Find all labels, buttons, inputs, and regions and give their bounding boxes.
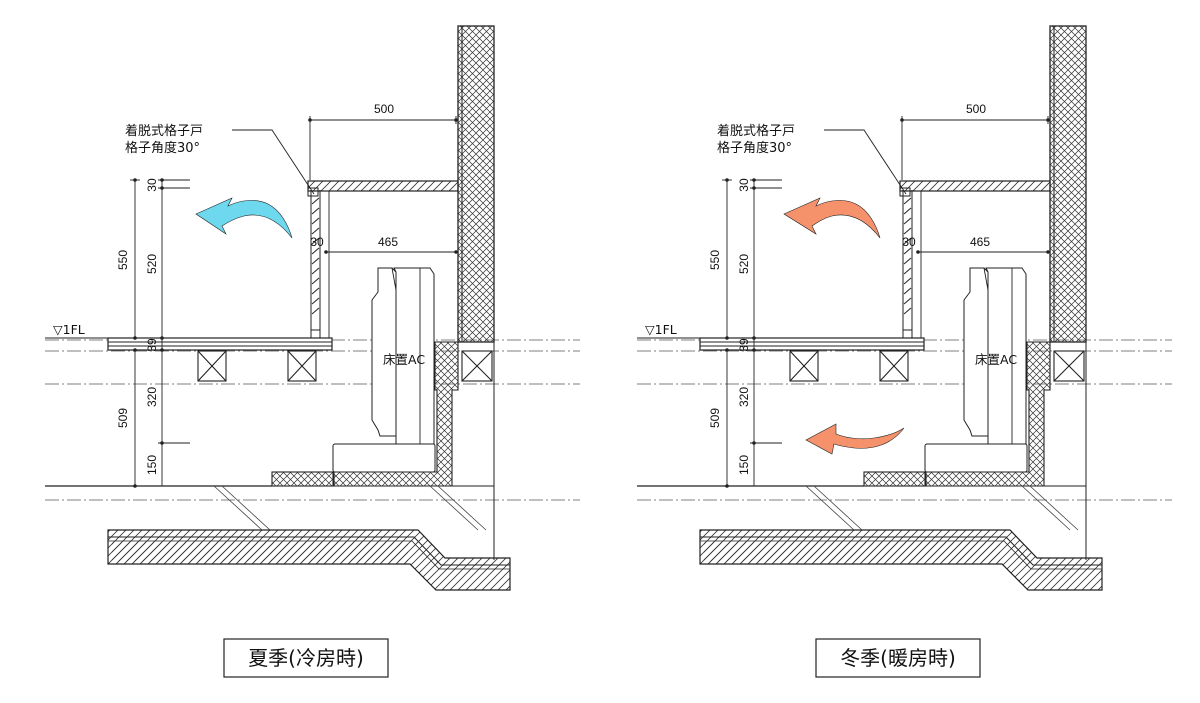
dim-500: 500 xyxy=(374,102,394,116)
grille-label-line1: 着脱式格子戸 xyxy=(125,123,203,139)
dim-320: 320 xyxy=(145,387,159,407)
ac-label: 床置AC xyxy=(975,352,1017,367)
dim-30-top: 30 xyxy=(145,178,159,192)
floor-level-label: ▽1FL xyxy=(53,322,85,337)
dim-150: 150 xyxy=(145,455,159,475)
section-panel xyxy=(637,25,1172,591)
dim-465: 465 xyxy=(970,235,990,249)
dim-30-grille: 30 xyxy=(902,235,916,249)
winter-panel-labels: 500 465 30 30 550 520 39 509 320 150 着脱式… xyxy=(645,102,1017,678)
dim-509: 509 xyxy=(116,408,130,428)
grille-label-line1: 着脱式格子戸 xyxy=(717,123,795,139)
dim-520: 520 xyxy=(145,254,159,274)
dim-500: 500 xyxy=(966,102,986,116)
ac-label: 床置AC xyxy=(383,352,425,367)
dim-550: 550 xyxy=(708,250,722,270)
panel-caption: 冬季(暖房時) xyxy=(840,646,956,670)
summer-panel-labels: 500 465 30 30 550 520 39 509 320 150 着脱式… xyxy=(53,102,425,678)
dim-30-grille: 30 xyxy=(310,235,324,249)
section-panel xyxy=(45,25,580,591)
dim-39: 39 xyxy=(737,338,751,352)
dim-465: 465 xyxy=(378,235,398,249)
grille-label-line2: 格子角度30° xyxy=(717,140,792,156)
warm-air-upper-arrow-icon xyxy=(783,197,881,239)
dim-550: 550 xyxy=(116,250,130,270)
dim-320: 320 xyxy=(737,387,751,407)
caption-box xyxy=(223,638,389,678)
dim-150: 150 xyxy=(737,455,751,475)
dim-520: 520 xyxy=(737,254,751,274)
warm-air-lower-arrow-icon xyxy=(805,423,905,455)
dim-509: 509 xyxy=(708,408,722,428)
dim-39: 39 xyxy=(145,338,159,352)
floor-level-label: ▽1FL xyxy=(645,322,677,337)
grille-label-line2: 格子角度30° xyxy=(125,140,200,156)
cool-air-arrow-icon xyxy=(195,197,293,239)
dim-30-top: 30 xyxy=(737,178,751,192)
panel-caption: 夏季(冷房時) xyxy=(248,646,364,670)
caption-box xyxy=(815,638,981,678)
